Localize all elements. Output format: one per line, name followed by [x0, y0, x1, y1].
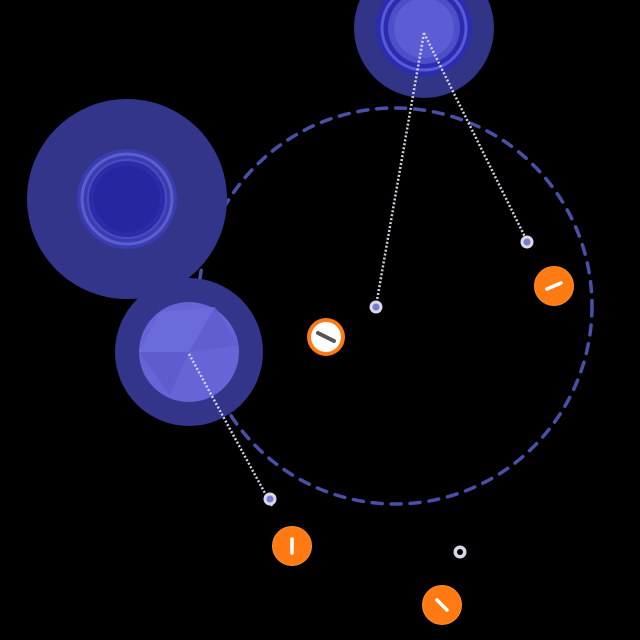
planet-facet — [189, 307, 238, 352]
anchor-node[interactable] — [369, 300, 383, 314]
pod-glyph-icon — [435, 598, 449, 612]
planet-lower-left[interactable] — [115, 278, 263, 426]
planet-ring — [394, 0, 454, 58]
planet-top[interactable] — [354, 0, 494, 98]
player-heading-icon — [316, 331, 336, 343]
player-ship[interactable] — [307, 318, 345, 356]
planet-facet — [139, 352, 189, 395]
planet-left[interactable] — [27, 99, 227, 299]
tether-line — [422, 32, 530, 244]
pod-bottom-right[interactable] — [422, 585, 462, 625]
anchor-node-empty[interactable] — [453, 545, 467, 559]
pod-glyph-icon — [545, 281, 563, 291]
pod-bottom-left[interactable] — [272, 526, 312, 566]
orbit-ring — [196, 106, 594, 506]
planet-facet — [139, 307, 215, 352]
tether-line — [187, 353, 274, 507]
pod-right[interactable] — [534, 266, 574, 306]
anchor-node[interactable] — [263, 492, 277, 506]
planet-ring — [94, 166, 160, 232]
planet-ring — [380, 0, 468, 72]
anchor-node[interactable] — [520, 235, 534, 249]
planet-ring — [80, 152, 174, 246]
